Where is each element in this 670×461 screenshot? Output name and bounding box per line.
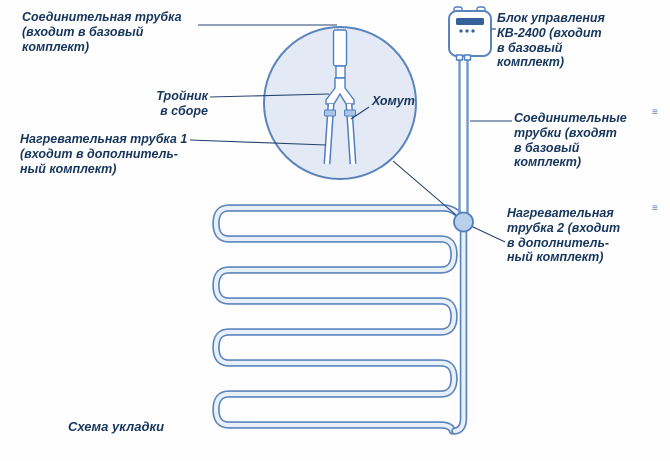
label-heating-tube-1: Нагревательная трубка 1 (входит в дополн… [20,132,188,176]
label-connecting-tubes: Соединительные трубки (входят в базовый … [514,111,627,170]
label-clamp: Хомут [372,94,415,108]
tee-part [325,77,355,105]
leader-lines [189,24,512,243]
scheme-caption: Схема укладки [68,419,165,434]
label-control-unit: Блок управления КВ-2400 (входит в базовы… [497,11,605,70]
label-connecting-tube: Соединительная трубка (входит в базовый … [22,10,182,54]
control-unit [448,6,492,61]
label-heating-tube-2: Нагревательная трубка 2 (входит в дополн… [507,206,621,265]
connecting-tubes-lines [458,57,469,214]
heating-tube-1-serpentine [212,204,464,435]
label-tee-assembly: Тройник в сборе [156,89,208,118]
connecting-tube-part [332,29,348,67]
detail-circle [263,26,417,180]
junction-circle [453,211,474,233]
edge-mark-icon: ≡ [652,107,658,118]
heating-tube-2-line [451,226,468,435]
detail-link-line [392,160,457,216]
edge-mark-icon: ≡ [652,203,658,214]
clamp-left-part [324,109,336,117]
clamp-right-part [344,109,356,117]
